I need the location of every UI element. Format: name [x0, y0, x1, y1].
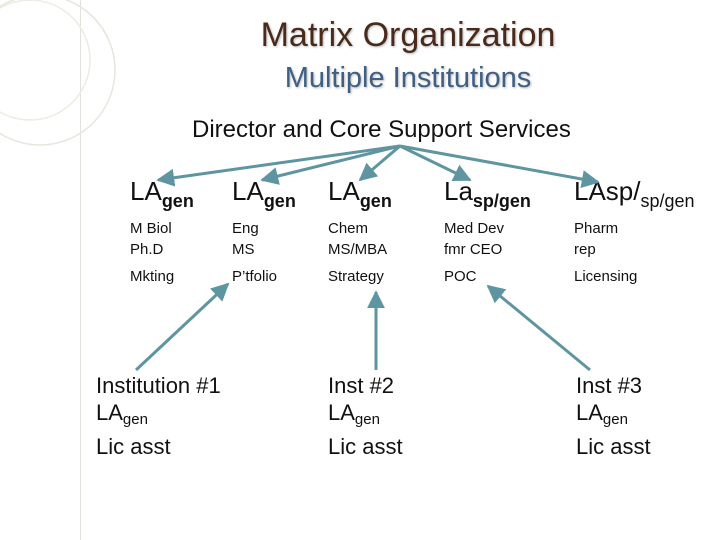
- column-desc-2: rep: [574, 241, 596, 258]
- arrow-director-to-col4: [399, 144, 472, 182]
- slide-subtitle: Multiple Institutions: [284, 62, 532, 94]
- column-desc-1: Med Dev: [444, 220, 505, 237]
- institution-role: LAgen: [96, 400, 148, 428]
- director-node: Director and Core Support Services: [192, 116, 571, 143]
- arrow-director-to-col5: [399, 144, 600, 188]
- decorative-circles: [0, 0, 116, 146]
- institution-2: Inst #2 LAgen Lic asst: [328, 372, 403, 460]
- institution-3: Inst #3 LAgen Lic asst: [576, 372, 651, 460]
- decorative-vertical-line: [80, 0, 81, 540]
- slide-title: Matrix Organization: [260, 16, 556, 54]
- institution-role: LAgen: [328, 400, 380, 428]
- column-desc-1: Pharm: [574, 220, 619, 237]
- institution-name: Inst #2: [328, 373, 395, 398]
- arrow-director-to-col3: [358, 144, 401, 182]
- column-desc-2: fmr CEO: [444, 241, 503, 258]
- institution-1: Institution #1 LAgen Lic asst: [96, 372, 221, 460]
- institution-assistant: Lic asst: [576, 434, 651, 459]
- column-desc-2: MS/MBA: [328, 241, 388, 258]
- column-role: LAgen: [232, 176, 296, 211]
- column-desc-2: MS: [232, 241, 255, 258]
- institution-name: Inst #3: [576, 373, 643, 398]
- arrow-director-to-col1: [156, 144, 401, 187]
- column-desc-1: Eng: [232, 220, 259, 237]
- arrow-inst3-to-poc: [486, 284, 591, 372]
- arrow-director-to-col2: [260, 144, 401, 185]
- column-desc-2: Ph.D: [130, 241, 164, 258]
- column-function: P’tfolio: [232, 268, 278, 285]
- institution-assistant: Lic asst: [96, 434, 171, 459]
- institution-role: LAgen: [576, 400, 628, 428]
- column-3: LAgen Chem MS/MBA Strategy: [328, 176, 392, 285]
- column-function: Mkting: [130, 268, 175, 285]
- column-2: LAgen Eng MS P’tfolio: [232, 176, 296, 285]
- institution-assistant: Lic asst: [328, 434, 403, 459]
- column-role: LAgen: [328, 176, 392, 211]
- column-desc-1: M Biol: [130, 220, 172, 237]
- arrow-inst1-to-mkting: [134, 282, 230, 372]
- column-function: Licensing: [574, 268, 638, 285]
- column-function: Strategy: [328, 268, 384, 285]
- column-function: POC: [444, 268, 477, 285]
- column-desc-1: Chem: [328, 220, 369, 237]
- institution-name: Institution #1: [96, 373, 221, 398]
